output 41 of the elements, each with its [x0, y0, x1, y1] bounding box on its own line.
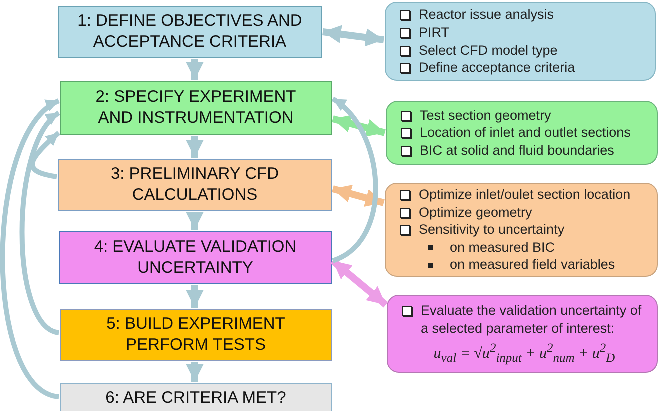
process-box	[60, 309, 332, 361]
notes-box	[385, 2, 656, 81]
arrow	[332, 114, 386, 138]
arrow	[30, 131, 61, 180]
arrow	[322, 25, 384, 47]
arrow	[186, 212, 204, 230]
list-item: Reactor issue analysis	[419, 6, 554, 24]
process-box	[59, 231, 332, 284]
notes-box	[385, 183, 658, 277]
process-box	[60, 81, 332, 135]
list-item: on measured BIC	[450, 238, 556, 256]
list-item: Test section geometry	[420, 106, 552, 124]
process-box	[60, 383, 332, 411]
step-title: 6: ARE CRITERIA MET?	[106, 388, 286, 408]
step-title: 3: PRELIMINARY CFD CALCULATIONS	[110, 164, 280, 206]
process-box	[58, 6, 322, 58]
list-item: PIRT	[419, 24, 450, 42]
arrow	[332, 185, 385, 207]
step-title: 5: BUILD EXPERIMENT PERFORM TESTS	[106, 314, 286, 356]
step-title: 4: EVALUATE VALIDATION UNCERTAINTY	[93, 236, 298, 278]
step-title: 2: SPECIFY EXPERIMENT AND INSTRUMENTATION	[94, 87, 298, 129]
step-title: 1: DEFINE OBJECTIVES AND ACCEPTANCE CRITERIA	[76, 11, 304, 53]
arrow	[332, 97, 378, 264]
list-item: Select CFD model type	[419, 42, 558, 60]
arrow	[0, 98, 60, 400]
arrow	[186, 59, 204, 80]
arrow	[186, 136, 204, 158]
list-item: Optimize inlet/oulet section location	[419, 186, 631, 204]
arrow	[20, 111, 61, 336]
list-item: on measured field variables	[450, 256, 616, 274]
arrow	[186, 362, 204, 382]
notes-box	[386, 101, 658, 165]
notes-box	[387, 295, 658, 373]
list-item: Location of inlet and outlet sections	[420, 124, 631, 142]
list-item: BIC at solid and fluid boundaries	[420, 142, 614, 160]
list-item: Optimize geometry	[419, 204, 532, 222]
list-item: Sensitivity to uncertainty	[419, 221, 565, 239]
process-box	[58, 159, 332, 211]
arrow	[186, 285, 204, 308]
list-item: Evaluate the validation uncertainty of a selected parameter of interest:	[421, 302, 643, 338]
list-item: Define acceptance criteria	[419, 59, 576, 77]
